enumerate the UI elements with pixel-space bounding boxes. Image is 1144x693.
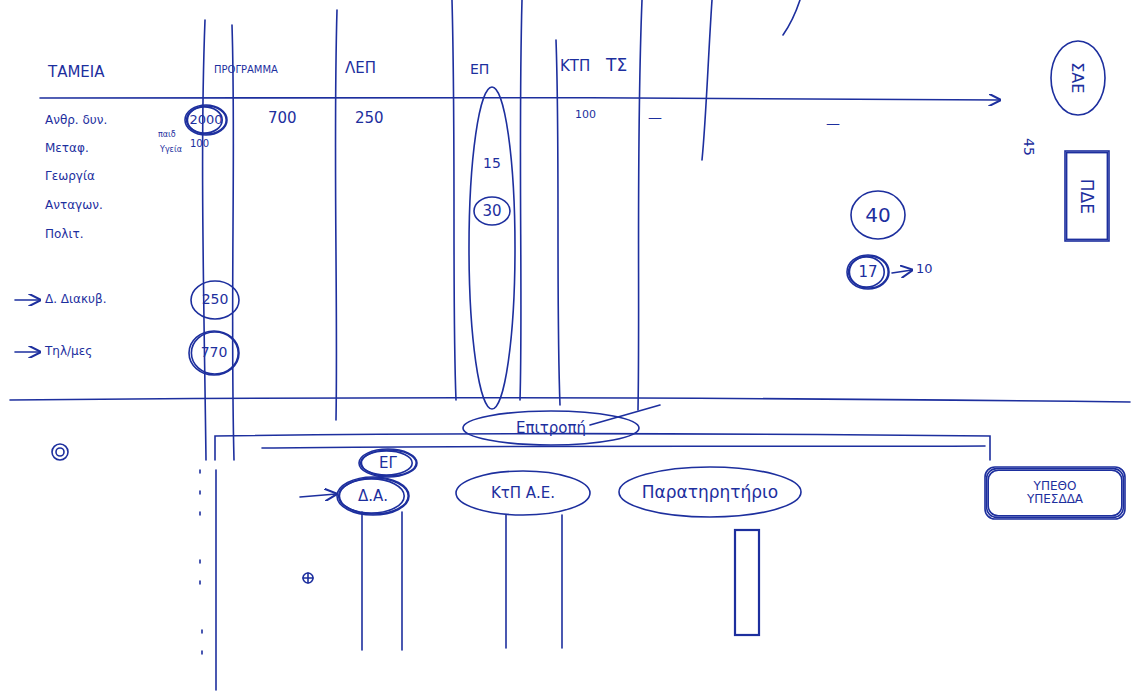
handwritten-label: —	[826, 116, 840, 131]
node-text: ΥΠΕΣΔΔΑ	[1027, 493, 1083, 506]
circled-node: ΕΓ	[358, 448, 418, 478]
node-text: Επιτροπή	[516, 420, 586, 437]
node-text-holder: ΠΔΕ	[1064, 150, 1110, 242]
handwritten-label: 100	[575, 109, 596, 121]
node-text: 40	[865, 204, 890, 226]
handwritten-label: Πολιτ.	[45, 228, 84, 241]
handwritten-label: 45	[1021, 138, 1036, 156]
handwritten-label: ΛΕΠ	[345, 60, 376, 77]
circled-node: 250	[190, 280, 240, 320]
node-text-holder: ΥΠΕΘΟΥΠΕΣΔΔΑ	[984, 466, 1126, 520]
node-text: Παρατηρητήριο	[642, 483, 779, 502]
circled-node: 40	[850, 190, 906, 240]
circled-node: 30	[473, 196, 511, 226]
node-text: ΚτΠ Α.Ε.	[491, 485, 555, 502]
node-text-holder: 40	[850, 190, 906, 240]
handwritten-label: ΤΣ	[606, 56, 627, 75]
node-text: 2000	[189, 113, 222, 127]
node-text-holder: 15	[468, 86, 516, 410]
node-text: ΠΔΕ	[1078, 178, 1097, 213]
handwritten-label: 10	[916, 262, 933, 276]
node-text: ΕΓ	[379, 455, 397, 472]
circled-node: Επιτροπή	[462, 410, 640, 446]
node-text-holder: ΣΑΕ	[1050, 40, 1106, 116]
handwritten-label: ΠΡΟΓΡΑΜΜΑ	[214, 64, 278, 75]
node-text-holder: 30	[473, 196, 511, 226]
handwritten-label: ΚΤΠ	[560, 58, 590, 75]
circled-node: 1530	[468, 86, 516, 410]
handwritten-label: ΕΠ	[470, 62, 489, 77]
node-text: Δ.Α.	[358, 488, 388, 505]
handwritten-label: 250	[355, 110, 384, 127]
handwritten-label: 100	[190, 138, 209, 149]
ellipse-outline	[468, 86, 516, 410]
circled-node: ΚτΠ Α.Ε.	[455, 470, 591, 516]
node-text-holder: Δ.Α.	[336, 476, 410, 516]
handwritten-label: Τηλ/μες	[45, 345, 92, 358]
node-text-holder: 770	[188, 330, 240, 376]
node-text-holder: 250	[190, 280, 240, 320]
node-text-holder: ΚτΠ Α.Ε.	[455, 470, 591, 516]
handwritten-label: Μεταφ.	[45, 142, 89, 155]
box-node: ΥΠΕΘΟΥΠΕΣΔΔΑ	[984, 466, 1126, 520]
node-text-holder: 2000	[184, 104, 228, 136]
box-node: ΠΔΕ	[1064, 150, 1110, 242]
node-text-holder: 17	[846, 254, 890, 290]
node-text: 770	[201, 345, 228, 360]
circled-node: 17	[846, 254, 890, 290]
circled-node: 2000	[184, 104, 228, 136]
handwritten-label: Υγεία	[160, 146, 182, 155]
handwritten-label: Ανταγων.	[45, 199, 103, 212]
handwritten-label: Ανθρ. δυν.	[45, 114, 107, 127]
node-text-holder: Παρατηρητήριο	[618, 466, 802, 518]
circled-node: 770	[188, 330, 240, 376]
node-text: 17	[858, 264, 877, 281]
handwritten-label: Γεωργία	[45, 170, 95, 183]
handwritten-label: παιδ	[158, 131, 176, 140]
node-text: ΥΠΕΘΟ	[1034, 480, 1077, 493]
node-text: 15	[483, 156, 501, 171]
handwritten-label: Δ. Διακυβ.	[45, 293, 107, 306]
node-text: 30	[482, 203, 501, 220]
node-text-holder: ΕΓ	[358, 448, 418, 478]
handwritten-label: 700	[268, 110, 297, 127]
node-text-holder: Επιτροπή	[462, 410, 640, 446]
handwritten-label: ΤΑΜΕΙΑ	[48, 64, 105, 81]
circled-node: Παρατηρητήριο	[618, 466, 802, 518]
handwritten-label: —	[648, 110, 662, 125]
node-text: ΣΑΕ	[1069, 62, 1087, 93]
node-text: 250	[202, 292, 229, 307]
circled-node: Δ.Α.	[336, 476, 410, 516]
circled-node: ΣΑΕ	[1050, 40, 1106, 116]
